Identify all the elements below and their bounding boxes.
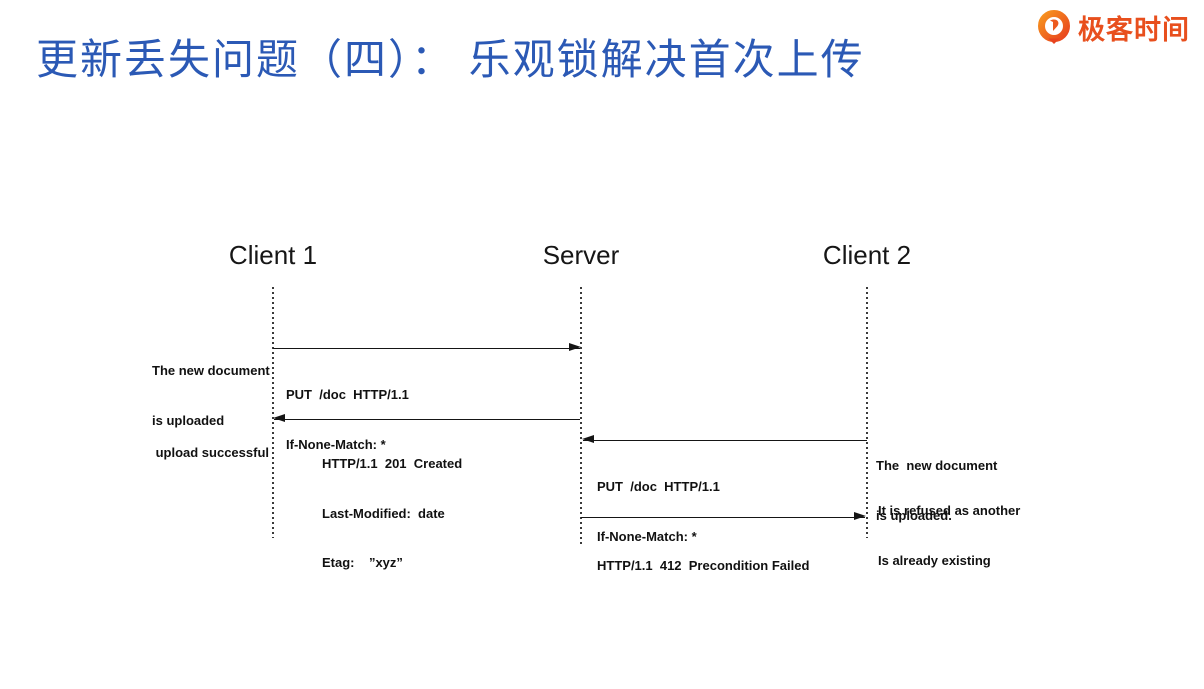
arrowhead-left-icon	[582, 435, 594, 444]
message-line: PUT /doc HTTP/1.1	[597, 479, 720, 494]
message-line: Etag: ”xyz”	[322, 555, 403, 570]
note-client2-upload: The new document is uploaded.	[876, 425, 997, 557]
message-line: HTTP/1.1 412 Precondition Failed	[597, 558, 810, 573]
geektime-logo-icon	[1038, 9, 1070, 44]
lifeline-client1	[272, 287, 274, 538]
note-line: Is already existing	[878, 552, 991, 568]
message-arrow-put-client1	[273, 343, 581, 352]
message-arrow-201-created	[273, 414, 580, 423]
message-label-412-failed: HTTP/1.1 412 Precondition Failed	[597, 525, 809, 608]
actor-label-server: Server	[542, 240, 620, 270]
message-line: If-None-Match: *	[597, 528, 697, 544]
arrowhead-left-icon	[273, 414, 285, 423]
note-upload-successful: upload successful	[150, 412, 269, 495]
message-arrow-put-client2	[582, 435, 867, 444]
note-line: is uploaded	[152, 412, 225, 428]
message-label-201-created: HTTP/1.1 201 Created Last-Modified: date…	[322, 423, 462, 605]
note-line: The new document	[152, 363, 270, 378]
logo: 极客时间	[1035, 8, 1190, 47]
note-line: It is refused as another	[878, 503, 1021, 518]
actor-label-client2: Client 2	[822, 240, 912, 270]
lifeline-client2	[866, 287, 868, 538]
message-arrow-412-failed	[581, 512, 866, 521]
message-line: If-None-Match: *	[286, 436, 386, 452]
page-title: 更新丢失问题（四）： 乐观锁解决首次上传	[36, 36, 865, 83]
message-label-put-client1: PUT /doc HTTP/1.1 If-None-Match: *	[286, 354, 409, 486]
arrowhead-right-icon	[569, 343, 581, 352]
message-line: PUT /doc HTTP/1.1	[286, 387, 409, 402]
message-line: HTTP/1.1 201 Created	[322, 456, 463, 471]
message-label-put-client2: PUT /doc HTTP/1.1 If-None-Match: *	[597, 446, 720, 578]
note-client1-upload: The new document is uploaded	[152, 330, 270, 462]
note-refused: It is refused as another Is already exis…	[878, 470, 1020, 602]
note-line: upload successful	[155, 445, 269, 460]
note-line: is uploaded.	[876, 507, 952, 523]
lifeline-server	[580, 287, 582, 545]
note-line: The new document	[876, 458, 998, 473]
actor-label-client1: Client 1	[228, 240, 318, 270]
logo-text: 极客时间	[1078, 15, 1190, 45]
message-line: Last-Modified: date	[322, 505, 445, 521]
arrowhead-right-icon	[854, 512, 866, 521]
